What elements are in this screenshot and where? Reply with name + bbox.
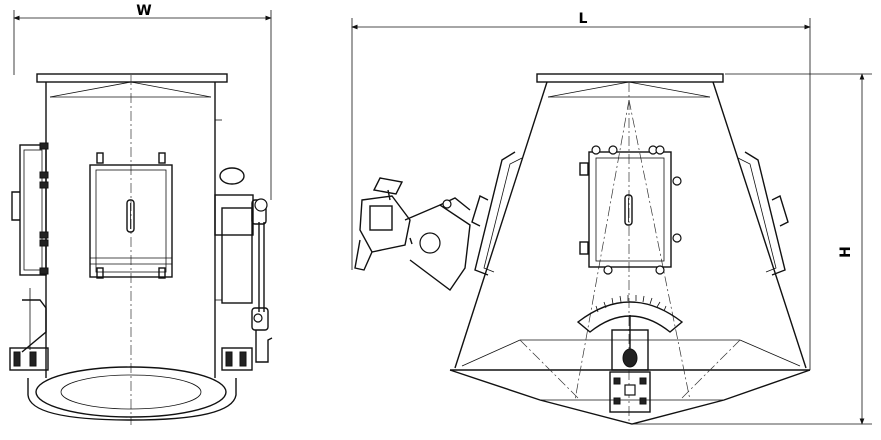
dimension-w: W (13, 3, 272, 200)
dimension-h: H (632, 73, 872, 425)
side-view (354, 73, 811, 425)
front-view (9, 73, 273, 425)
width-label: W (136, 3, 151, 19)
dimension-l: L (351, 11, 811, 370)
length-label: L (579, 11, 588, 27)
height-label: H (838, 246, 854, 258)
